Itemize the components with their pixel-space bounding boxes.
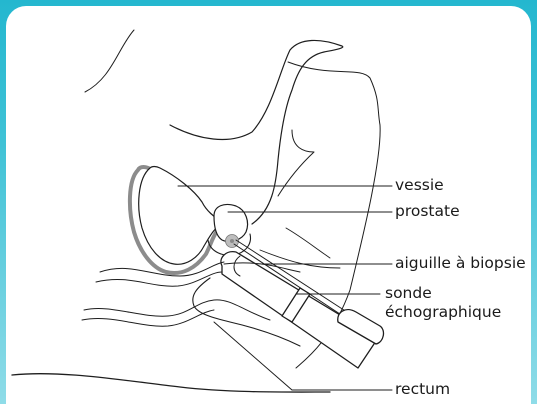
rectum-side	[286, 228, 330, 258]
label-prostate: prostate	[395, 203, 460, 220]
label-aiguille: aiguille à biopsie	[395, 255, 526, 272]
skin-lower	[12, 374, 330, 392]
label-sonde-1: sonde	[385, 285, 432, 302]
label-rectum: rectum	[395, 381, 450, 398]
label-sonde-2: échographique	[385, 304, 501, 321]
label-vessie: vessie	[395, 177, 444, 194]
leader-rectum	[214, 322, 292, 390]
rectum-lower-2	[82, 310, 214, 326]
upper-contour	[85, 30, 134, 92]
diagram-card: vessie prostate aiguille à biopsie sonde…	[6, 6, 531, 404]
rectum-lower	[84, 300, 270, 320]
